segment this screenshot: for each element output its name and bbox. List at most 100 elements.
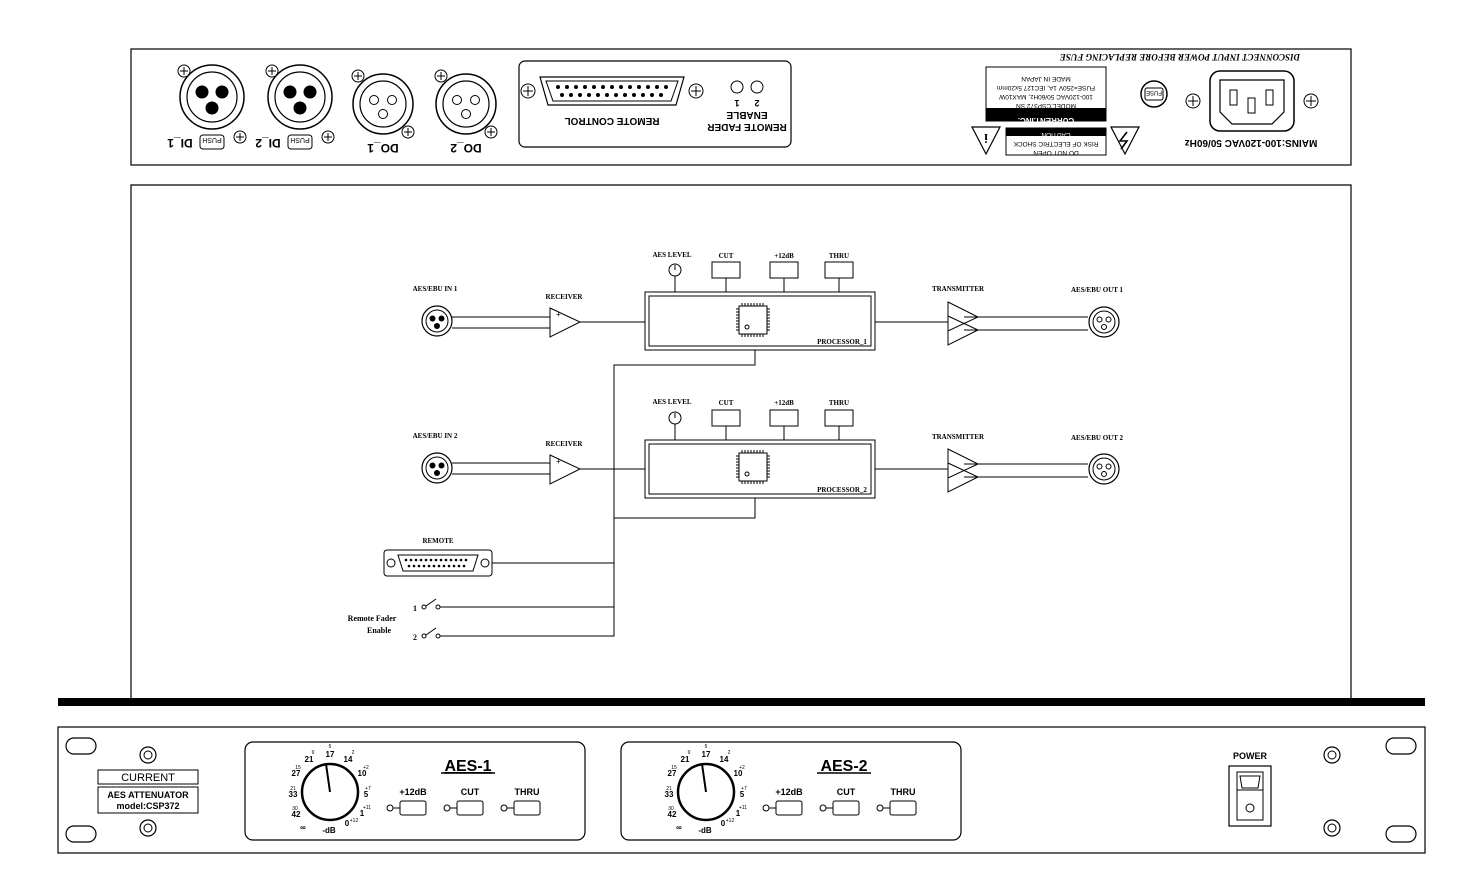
xlr-out-2 — [1088, 453, 1120, 485]
ch2-cut-led — [819, 804, 827, 812]
svg-text:42: 42 — [292, 810, 301, 819]
svg-text:21: 21 — [305, 755, 314, 764]
company-label: CURRENT.INC. — [1018, 116, 1074, 125]
transmitter-2-label: TRANSMITTER — [932, 433, 985, 441]
ch2-plus12-label: +12dB — [775, 787, 803, 797]
svg-text:9: 9 — [688, 750, 691, 756]
channel-aes-1: ∞ -dB 42 33 27 21 17 14 10 5 1 0 30 21 1… — [244, 741, 586, 841]
di-1-label: DI_1 — [167, 136, 193, 150]
processor-1-label: PROCESSOR_1 — [817, 338, 867, 346]
dial-2-unit: -dB — [698, 826, 712, 835]
cut-1-label: CUT — [719, 252, 734, 260]
processor-2-chip-icon — [736, 450, 770, 484]
fuse-spec-label: FUSE=250V 1A, IEC127 5x20mm — [997, 84, 1095, 91]
ch2-thru-label: THRU — [891, 787, 916, 797]
dial-1-unit: -dB — [322, 826, 336, 835]
connector-do-2: DO_2 — [434, 69, 498, 155]
di-2-label: DI_2 — [255, 136, 281, 150]
fader-enable-2-label: 2 — [754, 98, 759, 108]
fuse-warning-text: DISCONNECT INPUT POWER BEFORE REPLACING … — [1060, 52, 1301, 62]
svg-text:+: + — [556, 310, 561, 319]
svg-text:+2: +2 — [739, 765, 745, 771]
transmitter-2-icon — [947, 448, 980, 493]
svg-text:1: 1 — [736, 809, 741, 818]
svg-text:15: 15 — [671, 765, 677, 771]
plus12-1-button — [769, 261, 799, 279]
ch1-cut-led — [443, 804, 451, 812]
processor-1-chip-icon — [736, 303, 770, 337]
receiver-1-icon — [549, 307, 582, 338]
out1-label: AES/EBU OUT 1 — [1071, 286, 1123, 294]
svg-text:10: 10 — [734, 769, 743, 778]
remote-fader-label: REMOTE FADER — [707, 121, 787, 132]
do-not-open-text: DO NOT OPEN — [1033, 149, 1079, 156]
processor-2-label: PROCESSOR_2 — [817, 486, 867, 494]
xlr-in-1 — [421, 305, 453, 337]
rating-label: 100-120VAC 50/60Hz, MAX10W — [998, 93, 1093, 100]
receiver-2-icon — [549, 454, 582, 485]
fuse-label: FUSE — [1146, 89, 1162, 95]
enable-label: ENABLE — [726, 109, 767, 120]
do-2-label: DO_2 — [450, 141, 482, 155]
remote-fader-label: Remote Fader — [348, 614, 397, 623]
plus12-1-label: +12dB — [774, 252, 794, 260]
ch1-cut-button[interactable] — [456, 800, 484, 816]
attenuator-dial-1[interactable]: ∞ -dB 42 33 27 21 17 14 10 5 1 0 30 21 1… — [289, 744, 372, 835]
mains-label: MAINS:100-120VAC 50/60Hz — [1185, 137, 1318, 148]
sw1-label: 1 — [413, 604, 417, 613]
fader-enable-switch-2[interactable] — [750, 80, 764, 94]
svg-text:5: 5 — [364, 790, 369, 799]
fuse-holder[interactable]: FUSE — [1140, 80, 1168, 108]
transmitter-1-icon — [947, 301, 980, 346]
connector-di-1: PUSH DI_1 — [167, 64, 247, 150]
aes-level-2-label: AES LEVEL — [652, 398, 691, 406]
thru-2-button — [824, 409, 854, 427]
power-switch[interactable] — [1228, 765, 1272, 827]
ch1-plus12-led — [386, 804, 394, 812]
svg-text:0: 0 — [345, 819, 350, 828]
info-warning-icon — [971, 126, 1001, 156]
in1-label: AES/EBU IN 1 — [413, 285, 458, 293]
thru-1-button — [824, 261, 854, 279]
ch2-cut-label: CUT — [837, 787, 856, 797]
svg-text:17: 17 — [702, 750, 711, 759]
svg-text:+12: +12 — [350, 818, 359, 824]
model-label: model:CSP372 — [116, 801, 179, 811]
ch1-plus12-button[interactable] — [399, 800, 427, 816]
receiver-1-label: RECEIVER — [546, 293, 584, 301]
enable-label: Enable — [367, 626, 391, 635]
svg-text:2: 2 — [728, 750, 731, 756]
ch1-thru-button[interactable] — [513, 800, 541, 816]
screw-icon — [1323, 819, 1341, 837]
channel-2-title: AES-2 — [820, 758, 867, 775]
brand-label: CURRENT — [121, 772, 175, 784]
svg-text:5: 5 — [705, 744, 708, 750]
screw-icon — [1323, 746, 1341, 764]
xlr-in-2 — [421, 452, 453, 484]
ch2-cut-button[interactable] — [832, 800, 860, 816]
block-diagram: AES/EBU IN 1 RECEIVER + AES LEVEL CUT +1… — [130, 184, 1352, 698]
ch2-plus12-button[interactable] — [775, 800, 803, 816]
separator-bar — [58, 698, 1425, 706]
receiver-2-label: RECEIVER — [546, 440, 584, 448]
ch1-thru-label: THRU — [515, 787, 540, 797]
connector-do-1: DO_1 — [351, 69, 415, 155]
svg-text:30: 30 — [668, 806, 674, 812]
svg-text:+7: +7 — [365, 786, 371, 792]
xlr-out-1 — [1088, 306, 1120, 338]
power-label: POWER — [1233, 751, 1268, 761]
svg-text:21: 21 — [666, 786, 672, 792]
attenuator-dial-2[interactable]: ∞ -dB 42 33 27 21 17 14 10 5 1 0 30 21 1… — [665, 744, 748, 835]
front-panel: CURRENT AES ATTENUATOR model:CSP372 ∞ -d… — [57, 726, 1426, 854]
fader-enable-switch-1[interactable] — [730, 80, 744, 94]
ch2-thru-button[interactable] — [889, 800, 917, 816]
channel-aes-2: ∞ -dB 42 33 27 21 17 14 10 5 1 0 30 21 1… — [620, 741, 962, 841]
thru-1-label: THRU — [829, 252, 849, 260]
svg-text:+11: +11 — [363, 805, 371, 811]
svg-text:+11: +11 — [739, 805, 747, 811]
out2-label: AES/EBU OUT 2 — [1071, 434, 1123, 442]
svg-text:17: 17 — [326, 750, 335, 759]
push-label-1: PUSH — [202, 136, 221, 143]
risk-text: RISK OF ELECTRIC SHOCK — [1013, 140, 1099, 147]
